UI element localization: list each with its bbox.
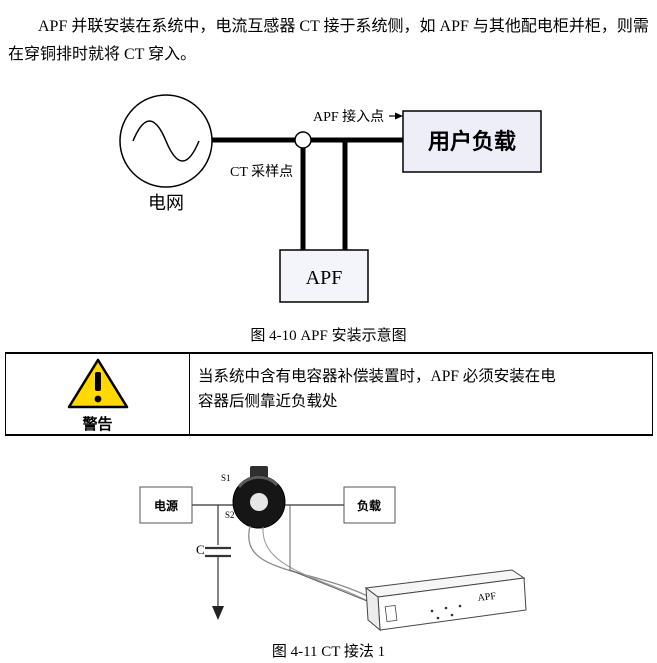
warning-label: 警告 bbox=[82, 415, 113, 433]
intro-line-2: 在穿铜排时就将 CT 穿入。 bbox=[8, 46, 197, 63]
user-load-box bbox=[402, 110, 542, 173]
power-source-label: 电源 bbox=[154, 498, 178, 513]
capacitor-label: C bbox=[196, 542, 205, 557]
ct-sampling-point-marker bbox=[294, 131, 312, 149]
warning-icon-cell: 警告 bbox=[6, 354, 190, 434]
ct-sampling-point-label: CT 采样点 bbox=[230, 164, 293, 180]
load-box-2 bbox=[343, 486, 396, 524]
apf-device: APF bbox=[364, 569, 527, 632]
power-grid-symbol bbox=[119, 94, 213, 188]
ct-secondary-wires bbox=[248, 505, 379, 607]
intro-line-1: APF 并联安装在系统中，电流互感器 CT 接于系统侧，如 APF 与其他配电柜… bbox=[38, 18, 649, 35]
apf-access-point-label: APF 接入点 bbox=[313, 108, 384, 125]
figure-4-10-caption: 图 4-10 APF 安装示意图 bbox=[250, 328, 407, 344]
warning-triangle-icon bbox=[67, 358, 128, 408]
ground-arrow bbox=[212, 606, 224, 620]
figure-4-10-diagram: 用户负载 APF APF 接入点 CT 采样点 电网 bbox=[119, 94, 542, 303]
figure-4-11-diagram: 电源 负载 S1 S2 C bbox=[139, 466, 527, 632]
apf-device-label: APF bbox=[477, 591, 497, 604]
warning-box: 警告 当系统中含有电容器补偿装置时，APF 必须安装在电 容器后侧靠近负载处 bbox=[5, 352, 653, 436]
warning-text-line-2: 容器后侧靠近负载处 bbox=[198, 393, 338, 410]
power-source-box bbox=[139, 486, 193, 524]
load-label-2: 负载 bbox=[357, 498, 381, 513]
apf-box-label: APF bbox=[306, 267, 343, 289]
power-grid-label: 电网 bbox=[148, 193, 184, 213]
sine-wave-icon bbox=[132, 120, 200, 162]
figure-4-11-caption: 图 4-11 CT 接法 1 bbox=[271, 644, 386, 660]
s2-terminal-label: S2 bbox=[225, 510, 235, 520]
connector-panel bbox=[384, 604, 398, 622]
capacitor-branch bbox=[205, 505, 231, 620]
current-transformer bbox=[232, 466, 286, 529]
intro-paragraph: APF 并联安装在系统中，电流互感器 CT 接于系统侧，如 APF 与其他配电柜… bbox=[8, 13, 654, 69]
warning-text: 当系统中含有电容器补偿装置时，APF 必须安装在电 容器后侧靠近负载处 bbox=[190, 354, 652, 434]
vent-dots bbox=[430, 604, 462, 620]
warning-text-line-1: 当系统中含有电容器补偿装置时，APF 必须安装在电 bbox=[198, 368, 556, 385]
user-load-label: 用户负载 bbox=[428, 129, 516, 154]
apf-device-side-face bbox=[365, 586, 381, 632]
s1-terminal-label: S1 bbox=[221, 473, 231, 483]
apf-box bbox=[279, 249, 369, 303]
apf-access-point-arrow bbox=[389, 112, 403, 120]
